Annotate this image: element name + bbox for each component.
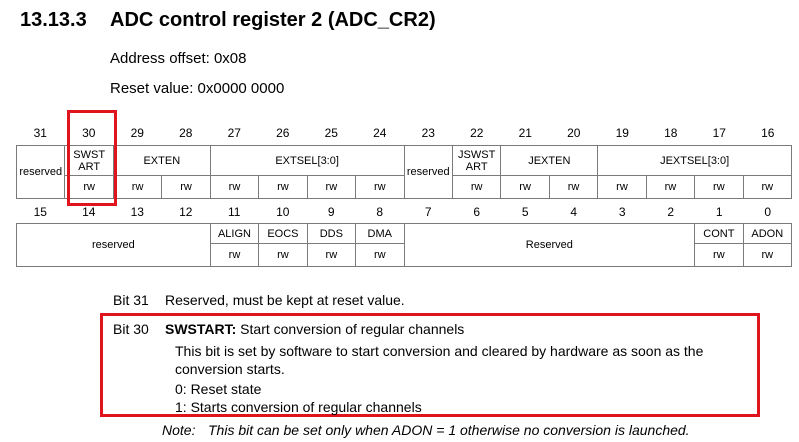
field-align: ALIGN — [209, 223, 260, 244]
field-reserved: Reserved — [403, 223, 696, 267]
note-text: This bit can be set only when ADON = 1 o… — [208, 422, 690, 438]
bit-number: 18 — [664, 126, 678, 140]
bit30-option-1: 1: Starts conversion of regular channels — [175, 399, 422, 415]
note-label: Note: — [162, 422, 196, 438]
bit-number: 12 — [179, 205, 193, 219]
bit-number: 7 — [424, 205, 432, 219]
swstart-title: Start conversion of regular channels — [236, 321, 465, 337]
bit-number: 23 — [421, 126, 435, 140]
access-rw: rw — [209, 243, 260, 267]
field-cont: CONT — [694, 223, 744, 244]
highlight-bit30-description — [100, 313, 760, 417]
access-rw: rw — [209, 175, 260, 199]
bit31-text: Reserved, must be kept at reset value. — [165, 292, 405, 308]
bit-number: 13 — [130, 205, 144, 219]
field-dds: DDS — [306, 223, 357, 244]
bit-number: 2 — [667, 205, 675, 219]
lower-bit-numbers: 15 14 13 12 11 10 9 8 7 6 5 4 3 2 1 0 — [16, 205, 792, 219]
bit-number: 31 — [33, 126, 47, 140]
section-title: ADC control register 2 (ADC_CR2) — [110, 9, 436, 31]
bit-number: 19 — [615, 126, 629, 140]
access-rw: rw — [258, 175, 308, 199]
bit-number: 0 — [764, 205, 772, 219]
bit31-label: Bit 31 — [113, 292, 149, 308]
note: Note: This bit can be set only when ADON … — [162, 422, 690, 438]
bit-number: 1 — [715, 205, 723, 219]
bit-number: 30 — [82, 126, 96, 140]
access-rw: rw — [161, 175, 211, 199]
bit-number: 27 — [227, 126, 241, 140]
access-rw: rw — [355, 175, 405, 199]
field-eocs: EOCS — [258, 223, 308, 244]
section-heading: 13.13.3 ADC control register 2 (ADC_CR2) — [20, 9, 436, 32]
bit-number: 5 — [521, 205, 529, 219]
field-reserved: reserved — [15, 145, 66, 199]
bit-number: 17 — [712, 126, 726, 140]
highlight-bit30-column — [67, 110, 117, 206]
address-offset: Address offset: 0x08 — [110, 50, 247, 67]
upper-bit-numbers: 31 30 29 28 27 26 25 24 23 22 21 20 19 1… — [16, 126, 792, 140]
field-reserved: reserved — [403, 145, 453, 199]
access-rw: rw — [500, 175, 550, 199]
bit31-description: Bit 31 Reserved, must be kept at reset va… — [113, 292, 405, 308]
bit-number: 3 — [618, 205, 626, 219]
bit30-desc-line2: conversion starts. — [175, 361, 285, 377]
bit-number: 8 — [376, 205, 384, 219]
access-rw: rw — [597, 175, 647, 199]
access-rw: rw — [64, 175, 114, 199]
field-exten: EXTEN — [112, 145, 211, 176]
access-rw: rw — [451, 175, 502, 199]
bit-number: 10 — [276, 205, 290, 219]
bit30-label: Bit 30 — [113, 321, 149, 337]
bit30-desc-line1: This bit is set by software to start con… — [175, 343, 704, 359]
bit-number: 25 — [324, 126, 338, 140]
bit30-option-0: 0: Reset state — [175, 381, 262, 397]
register-table-upper: reserved SWST ART EXTEN EXTSEL[3:0] rese… — [15, 145, 793, 199]
field-reserved: reserved — [16, 223, 211, 267]
bit-number: 6 — [473, 205, 481, 219]
bit-number: 20 — [567, 126, 581, 140]
bit-number: 28 — [179, 126, 193, 140]
bit-number: 24 — [373, 126, 387, 140]
bit-number: 9 — [327, 205, 335, 219]
reset-value: Reset value: 0x0000 0000 — [110, 80, 285, 97]
bit-number: 22 — [470, 126, 484, 140]
access-rw: rw — [355, 243, 405, 267]
bit30-heading: Bit 30 SWSTART: Start conversion of regul… — [113, 321, 464, 337]
access-rw: rw — [645, 175, 696, 199]
bit-number: 14 — [82, 205, 96, 219]
section-number: 13.13.3 — [20, 9, 87, 31]
access-rw: rw — [306, 175, 357, 199]
field-jextsel: JEXTSEL[3:0] — [597, 145, 792, 176]
access-rw: rw — [112, 175, 163, 199]
register-table-lower: reserved ALIGN EOCS DDS DMA Reserved CON… — [16, 223, 793, 267]
access-rw: rw — [258, 243, 308, 267]
access-rw: rw — [694, 175, 744, 199]
access-rw: rw — [548, 175, 599, 199]
access-rw: rw — [694, 243, 744, 267]
field-extsel: EXTSEL[3:0] — [209, 145, 405, 176]
bit-number: 26 — [276, 126, 290, 140]
field-adon: ADON — [742, 223, 793, 244]
bit-number: 21 — [518, 126, 532, 140]
access-rw: rw — [742, 243, 793, 267]
swstart-name: SWSTART: — [165, 321, 237, 337]
field-jswstart: JSWST ART — [451, 145, 502, 176]
bit-number: 11 — [228, 205, 241, 219]
field-swstart: SWST ART — [64, 145, 114, 176]
access-rw: rw — [306, 243, 357, 267]
bit-number: 4 — [570, 205, 578, 219]
field-jexten: JEXTEN — [500, 145, 599, 176]
bit-number: 16 — [761, 126, 775, 140]
bit-number: 29 — [130, 126, 144, 140]
access-rw: rw — [742, 175, 793, 199]
bit-number: 15 — [33, 205, 47, 219]
field-dma: DMA — [355, 223, 405, 244]
